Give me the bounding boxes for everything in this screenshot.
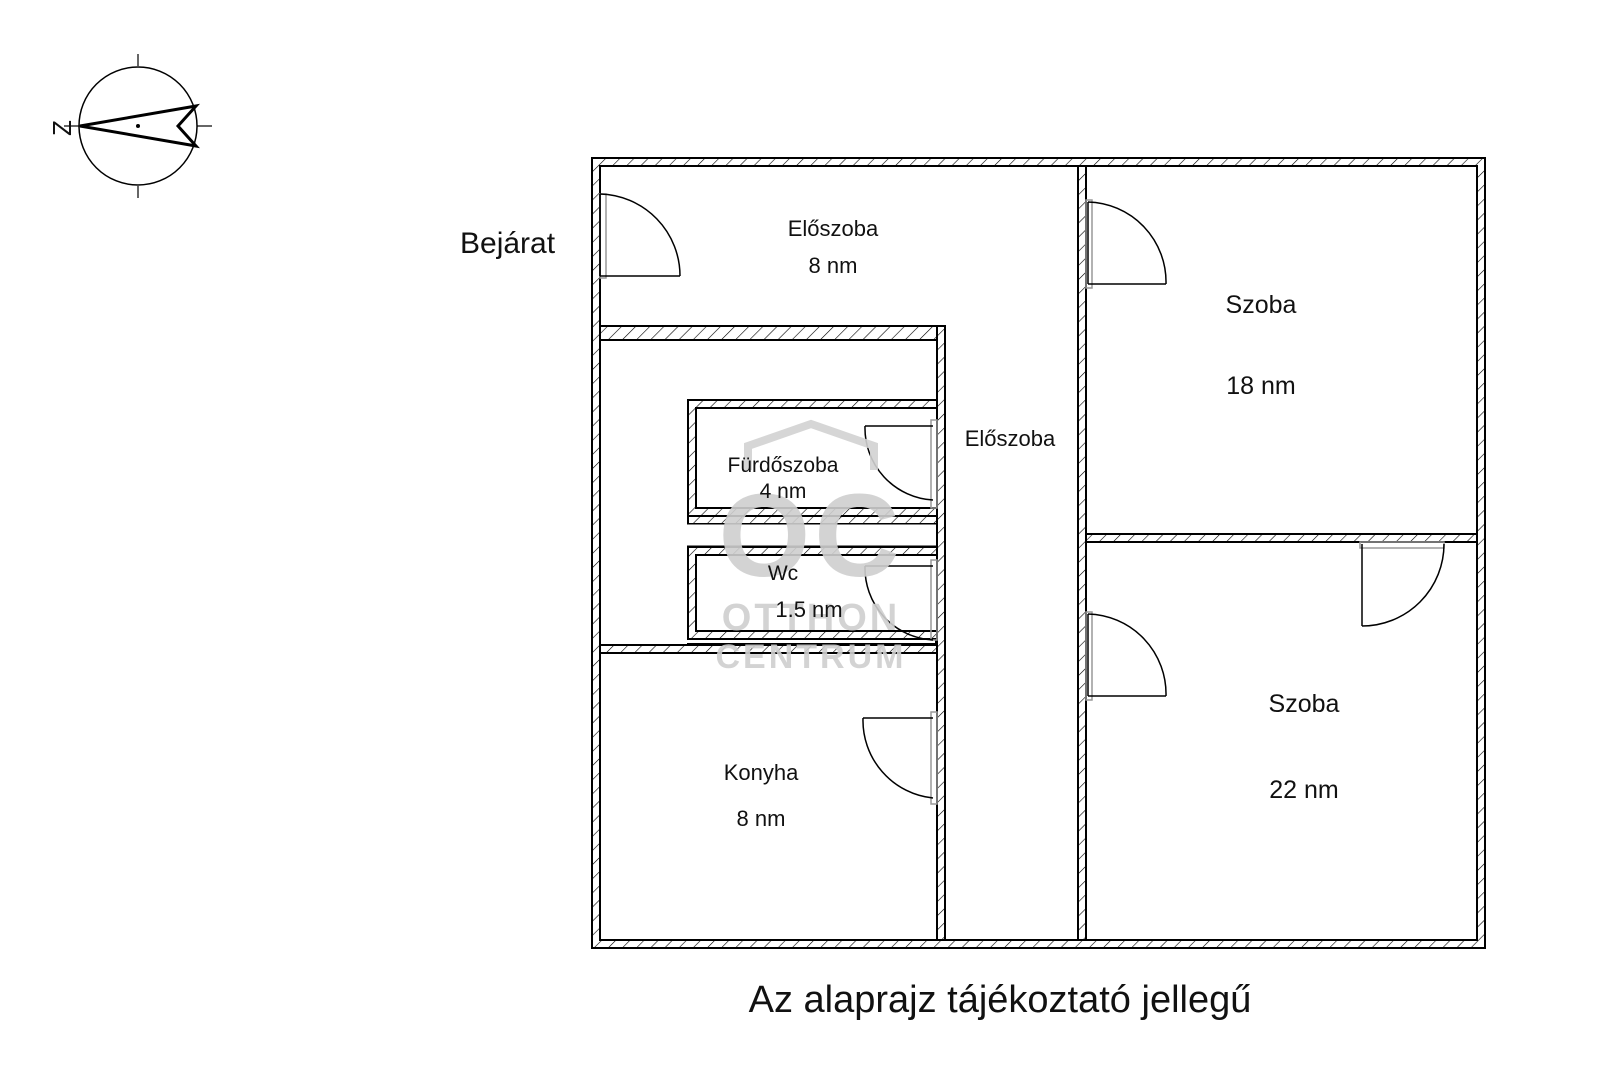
doors: [599, 193, 1445, 805]
room-name-konyha: Konyha: [724, 760, 799, 785]
room-szoba-2: [1085, 541, 1478, 941]
room-name-eloszoba-top: Előszoba: [788, 216, 879, 241]
room-name-furdoszoba: Fürdőszoba: [728, 454, 839, 477]
door-szoba-1: [1085, 199, 1167, 289]
room-name-wc: Wc: [768, 562, 798, 585]
door-entrance: [599, 193, 681, 279]
room-labels: Előszoba 8 nm Előszoba Fürdőszoba 4 nm W…: [724, 216, 1340, 831]
room-area-wc: 1.5 nm: [775, 597, 842, 622]
watermark-roof-icon: [744, 419, 878, 470]
compass-arrow-icon: [79, 103, 201, 149]
room-area-szoba-2: 22 nm: [1269, 776, 1338, 804]
room-name-szoba-1: Szoba: [1226, 291, 1297, 319]
room-area-eloszoba-top: 8 nm: [809, 253, 858, 278]
inner-walls: [599, 165, 1478, 941]
room-area-szoba-1: 18 nm: [1226, 372, 1295, 400]
room-konyha: [599, 652, 938, 941]
door-wc: [864, 559, 938, 641]
compass-north-letter: Z: [47, 120, 77, 136]
disclaimer-caption: Az alaprajz tájékoztató jellegű: [749, 979, 1252, 1021]
room-area-furdoszoba: 4 nm: [760, 480, 807, 503]
door-konyha: [862, 711, 938, 805]
room-szoba-1: [1085, 165, 1478, 535]
entrance-label: Bejárat: [460, 227, 556, 260]
watermark-logo: OC: [719, 470, 904, 602]
room-wc: [695, 554, 938, 632]
door-szoba-2-top: [1359, 541, 1445, 627]
room-name-szoba-2: Szoba: [1269, 690, 1340, 718]
watermark-line1: OTTHON: [722, 597, 900, 639]
watermark: OC OTTHON CENTRUM: [716, 419, 907, 676]
door-szoba-2-left: [1085, 611, 1167, 701]
watermark-line2: CENTRUM: [716, 638, 907, 676]
room-name-eloszoba-hall: Előszoba: [965, 426, 1056, 451]
compass: Z: [47, 54, 212, 198]
room-furdoszoba: [695, 407, 938, 509]
room-area-konyha: 8 nm: [737, 806, 786, 831]
